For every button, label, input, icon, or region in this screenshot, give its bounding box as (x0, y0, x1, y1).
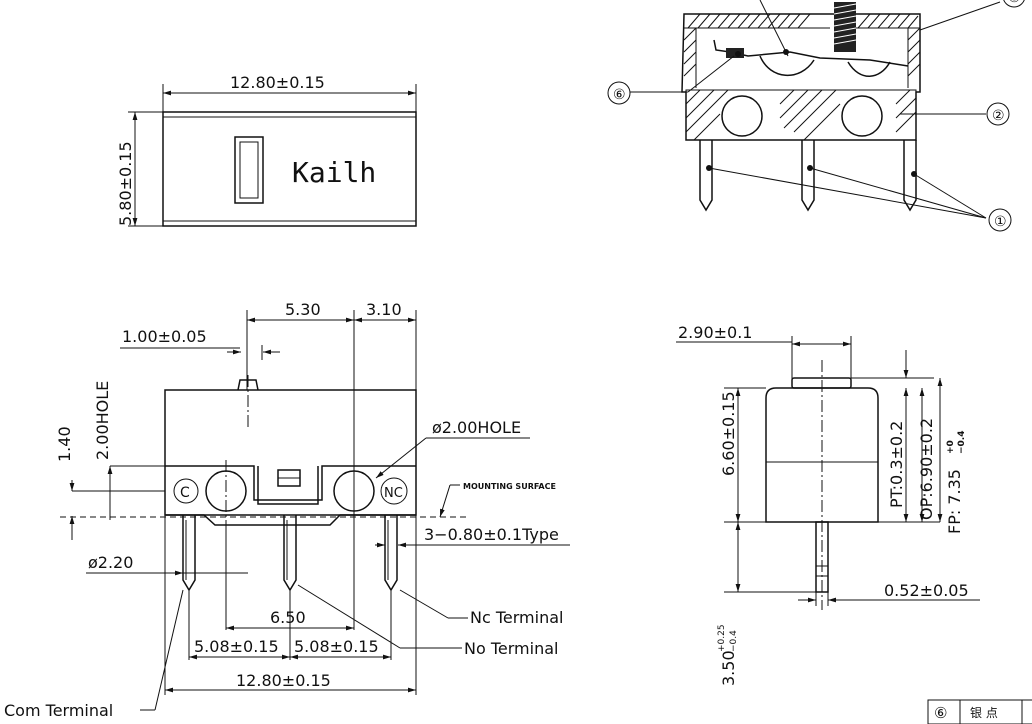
callout-3: ③ (1008, 0, 1021, 6)
no-terminal-label: No Terminal (464, 639, 558, 658)
plunger-window (234, 136, 264, 204)
hole-right (333, 470, 375, 512)
dim-6-60: 6.60±0.15 (719, 391, 738, 476)
mounting-surface-label: MOUNTING SURFACE (463, 482, 556, 491)
dim-6-50: 6.50 (270, 608, 306, 627)
svg-text:FP: 7.35: FP: 7.35 (945, 469, 964, 534)
top-width-dim: 12.80±0.15 (230, 73, 325, 92)
label-nc: NC (384, 486, 403, 501)
svg-text:−0.4: −0.4 (729, 630, 739, 652)
callout-3-circle (1003, 0, 1025, 8)
pin-width-dim: 3−0.80±0.1Type (424, 525, 559, 544)
table-col2: 银 点 (970, 706, 998, 720)
pt-dim: PT:0.3±0.2 (887, 421, 906, 508)
side-view: 2.90±0.1 6.60±0.15 3.50 +0.25 −0.4 PT:0.… (676, 323, 980, 686)
dim-1-40: 1.40 (55, 426, 74, 462)
dim-12-80: 12.80±0.15 (236, 671, 331, 690)
dia-2-20: ø2.20 (88, 553, 133, 572)
callout-1: ① (994, 214, 1007, 230)
svg-text:−0.4: −0.4 (957, 431, 967, 454)
callout-2-circle (986, 102, 1010, 126)
materials-table: ⑥ 银 点 (927, 699, 1032, 724)
label-c: C (180, 485, 190, 501)
dim-3-50: 3.50 +0.25 −0.4 (717, 624, 739, 686)
dim-1-00: 1.00±0.05 (122, 327, 207, 346)
com-terminal-label: Com Terminal (4, 701, 113, 720)
section-view: ① ② ③ ⑥ (607, 0, 1025, 232)
callout-6-circle (607, 81, 631, 105)
svg-text:3.50: 3.50 (719, 650, 738, 686)
front-view: 5.30 3.10 1.00±0.05 C NC 2.00HOLE 1.40 (4, 300, 570, 720)
callout-2: ② (992, 108, 1005, 124)
svg-text:+0.25: +0.25 (717, 624, 727, 652)
top-view: 12.80±0.15 5.80±0.15 Kailh (116, 73, 417, 227)
dim-2-90: 2.90±0.1 (678, 323, 752, 342)
brand-label: Kailh (292, 156, 376, 189)
callout-1-circle (988, 208, 1012, 232)
dim-2-00-hole-v: 2.00HOLE (93, 381, 112, 460)
table-col1: ⑥ (934, 704, 947, 722)
top-height-dim: 5.80±0.15 (116, 141, 135, 226)
dim-5-08-a: 5.08±0.15 (194, 637, 279, 656)
side-body (765, 387, 879, 523)
dim-2-00-hole: ø2.00HOLE (432, 418, 521, 437)
callout-6: ⑥ (613, 87, 626, 103)
fp-dim: FP: 7.35 +0 −0.4 (945, 431, 967, 534)
dim-0-52: 0.52±0.05 (884, 581, 969, 600)
dim-3-10: 3.10 (366, 300, 402, 319)
dim-5-30: 5.30 (285, 300, 321, 319)
dim-5-08-b: 5.08±0.15 (294, 637, 379, 656)
op-dim: OP:6.90±0.2 (917, 418, 936, 520)
nc-terminal-label: Nc Terminal (470, 608, 563, 627)
svg-text:+0: +0 (946, 440, 956, 454)
top-body-outline (162, 111, 417, 227)
